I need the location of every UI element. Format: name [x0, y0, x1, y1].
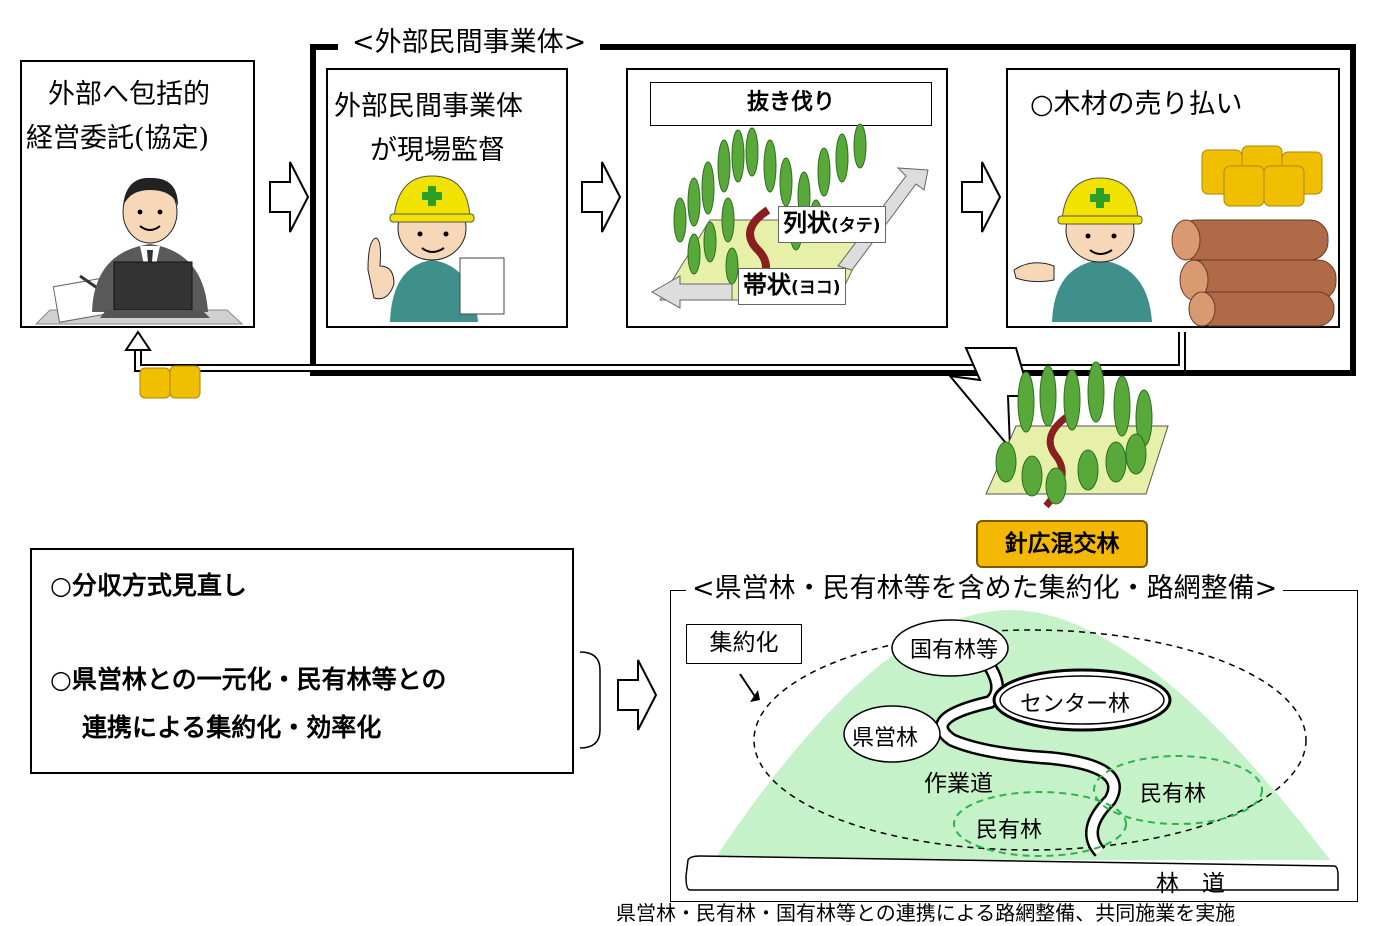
supervise-line1: 外部民間事業体 — [334, 91, 523, 122]
logs-icon — [1171, 219, 1337, 327]
cross-icon — [422, 186, 442, 206]
forest-road — [685, 855, 1339, 891]
outsource-line1: 外部へ包括的 — [48, 79, 210, 110]
national-forest-label: 国有林等 — [910, 638, 999, 663]
work-road-label: 作業道 — [924, 771, 993, 797]
road-network-illustration — [685, 610, 1339, 891]
timber-sale-illustration — [1013, 145, 1337, 327]
aggregation-zone — [753, 629, 1307, 851]
review-item-1: ○分収方式見直し — [50, 571, 247, 600]
road-network-title: <県営林・民有林等を含めた集約化・路網整備> — [686, 570, 1284, 608]
document-icon — [459, 257, 505, 315]
coins-icon — [139, 365, 201, 399]
network-caption: 県営林・民有林・国有林等との連携による路網整備、共同施業を実施 — [616, 901, 1236, 925]
review-box: ○分収方式見直し ○県営林との一元化・民有林等との 連携による集約化・効率化 — [30, 548, 574, 774]
cross-icon — [1090, 188, 1110, 208]
review-item-2-line2: 連携による集約化・効率化 — [82, 713, 382, 742]
row-label: 列状 — [783, 209, 831, 237]
private-group-frame — [310, 44, 1356, 376]
outsource-box: 外部へ包括的 経営委託(協定) — [20, 60, 255, 328]
review-item-2-line1: ○県営林との一元化・民有林等との — [50, 665, 447, 694]
supervise-line2: が現場監督 — [370, 135, 505, 166]
center-forest-label: センター林 — [1020, 692, 1131, 717]
arrow-right-icon — [617, 659, 658, 731]
office-worker-illustration — [34, 177, 244, 325]
laptop-icon — [113, 261, 193, 311]
supervisor-worker-illustration — [367, 175, 505, 322]
private-forest-label-2: 民有林 — [976, 818, 1043, 843]
row-label-box: 列状(タテ) — [778, 206, 886, 243]
arrow-right-icon — [269, 161, 310, 233]
timber-sale-box: ○木材の売り払い — [1006, 68, 1340, 328]
coins-icon — [1201, 145, 1323, 207]
arrow-right-icon — [961, 161, 1002, 233]
strip-label: 帯状 — [743, 271, 791, 299]
mixed-forest-label: 針広混交林 — [976, 520, 1148, 568]
private-forest-label-1: 民有林 — [1140, 782, 1207, 807]
outsource-line2: 経営委託(協定) — [26, 123, 210, 154]
row-sub-label: (タテ) — [831, 216, 881, 236]
thinning-box: 抜き伐り 列状(タテ) 帯状(ヨコ) — [626, 68, 948, 328]
private-group-title: <外部民間事業体> — [338, 24, 601, 62]
aggregation-label: 集約化 — [686, 624, 802, 664]
supervise-box: 外部民間事業体 が現場監督 — [326, 68, 568, 328]
arrow-right-icon — [581, 161, 622, 233]
strip-sub-label: (ヨコ) — [791, 278, 841, 298]
thinning-title: 抜き伐り — [650, 82, 932, 126]
strip-label-box: 帯状(ヨコ) — [738, 268, 846, 305]
prefectural-forest-label: 県営林 — [852, 726, 919, 751]
timber-sale-text: ○木材の売り払い — [1030, 89, 1243, 120]
mixed-forest-illustration — [985, 361, 1169, 509]
forest-road-label: 林 道 — [1156, 871, 1225, 897]
mountain — [714, 610, 1330, 860]
bracket-icon — [579, 651, 601, 749]
